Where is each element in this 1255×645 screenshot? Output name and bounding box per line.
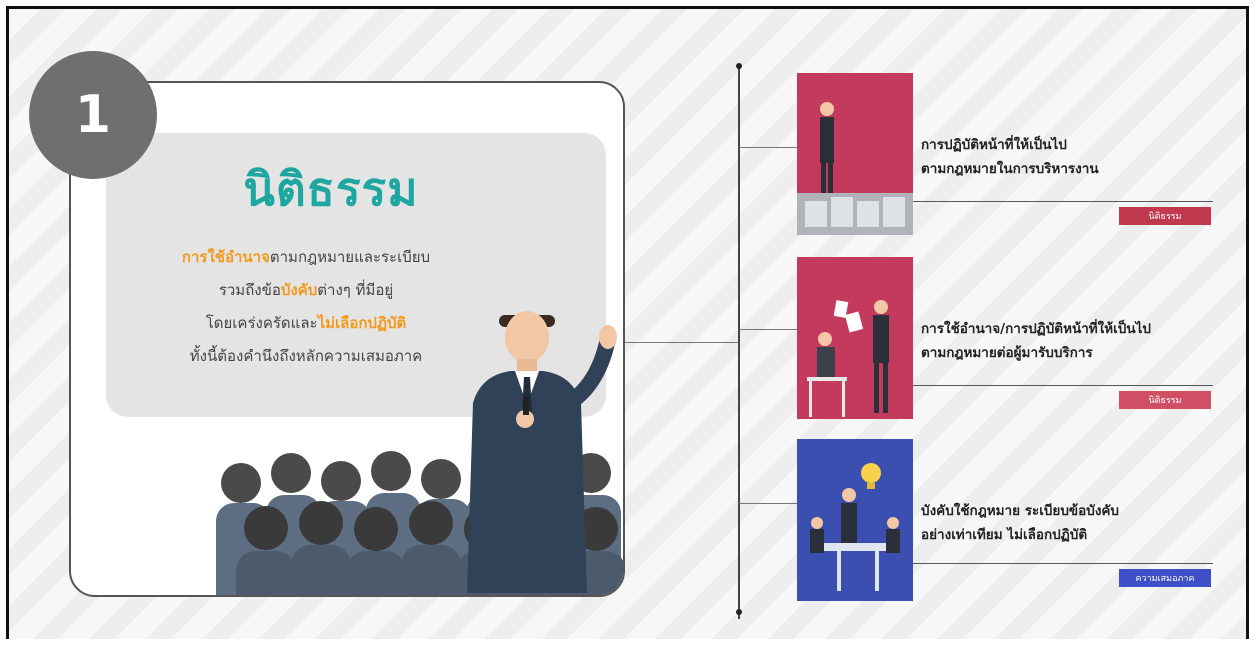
category-tag: นิติธรรม: [1119, 207, 1211, 225]
highlight-text: ไม่เลือกปฏิบัติ: [317, 314, 407, 332]
main-title: นิติธรรม: [243, 162, 419, 216]
item-text: บังคับใช้กฎหมาย ระเบียบข้อบังคับ อย่างเท…: [921, 499, 1251, 547]
main-card: นิติธรรม การใช้อำนาจตามกฎหมายและระเบียบ …: [69, 81, 625, 597]
timeline-top-dot: [736, 63, 742, 69]
highlight-text: บังคับ: [280, 281, 318, 299]
infographic-frame: 1 นิติธรรม การใช้อำนาจตามกฎหมายและระเบีย…: [6, 6, 1249, 639]
service-counter-thumbnail: [797, 257, 913, 419]
step-number-badge: 1: [29, 51, 157, 179]
highlight-text: การใช้อำนาจ: [181, 248, 270, 266]
item-line-1: การปฏิบัติหน้าที่ให้เป็นไป: [921, 137, 1067, 153]
meeting-thumbnail: [797, 439, 913, 601]
text-segment: ต่างๆ ที่มีอยู่: [317, 281, 394, 299]
item-line-1: บังคับใช้กฎหมาย ระเบียบข้อบังคับ: [921, 503, 1120, 519]
item-line-2: อย่างเท่าเทียม ไม่เลือกปฏิบัติ: [921, 527, 1088, 543]
description-text: การใช้อำนาจตามกฎหมายและระเบียบ รวมถึงข้อ…: [106, 241, 506, 373]
text-segment: ตามกฎหมายและระเบียบ: [269, 248, 431, 266]
category-tag: นิติธรรม: [1119, 391, 1211, 409]
description-panel: นิติธรรม การใช้อำนาจตามกฎหมายและระเบียบ …: [106, 133, 606, 417]
text-segment: โดยเคร่งครัดและ: [205, 314, 318, 332]
timeline-branch: [739, 329, 797, 330]
connector-line: [621, 342, 739, 343]
timeline-line: [738, 65, 740, 619]
timeline-bottom-dot: [736, 609, 742, 615]
description-line-3: โดยเคร่งครัดและไม่เลือกปฏิบัติ: [106, 307, 506, 340]
speaker-illustration: [467, 311, 617, 593]
step-number: 1: [74, 85, 112, 145]
timeline-branch: [739, 147, 797, 148]
timeline-branch: [739, 503, 797, 504]
item-line-1: การใช้อำนาจ/การปฏิบัติหน้าที่ให้เป็นไป: [921, 321, 1151, 337]
item-underline: [913, 201, 1213, 202]
text-segment: รวมถึงข้อ: [218, 281, 281, 299]
item-text: การใช้อำนาจ/การปฏิบัติหน้าที่ให้เป็นไป ต…: [921, 317, 1251, 365]
item-underline: [913, 385, 1213, 386]
podium-speaker-thumbnail: [797, 73, 913, 235]
description-line-1: การใช้อำนาจตามกฎหมายและระเบียบ: [106, 241, 506, 274]
description-line-4: ทั้งนี้ต้องคำนึงถึงหลักความเสมอภาค: [189, 347, 423, 365]
category-tag: ความเสมอภาค: [1119, 569, 1211, 587]
description-line-2: รวมถึงข้อบังคับต่างๆ ที่มีอยู่: [106, 274, 506, 307]
item-text: การปฏิบัติหน้าที่ให้เป็นไป ตามกฎหมายในกา…: [921, 133, 1251, 181]
item-underline: [913, 563, 1213, 564]
item-line-2: ตามกฎหมายต่อผู้มารับบริการ: [921, 345, 1093, 361]
item-line-2: ตามกฎหมายในการบริหารงาน: [921, 161, 1099, 177]
